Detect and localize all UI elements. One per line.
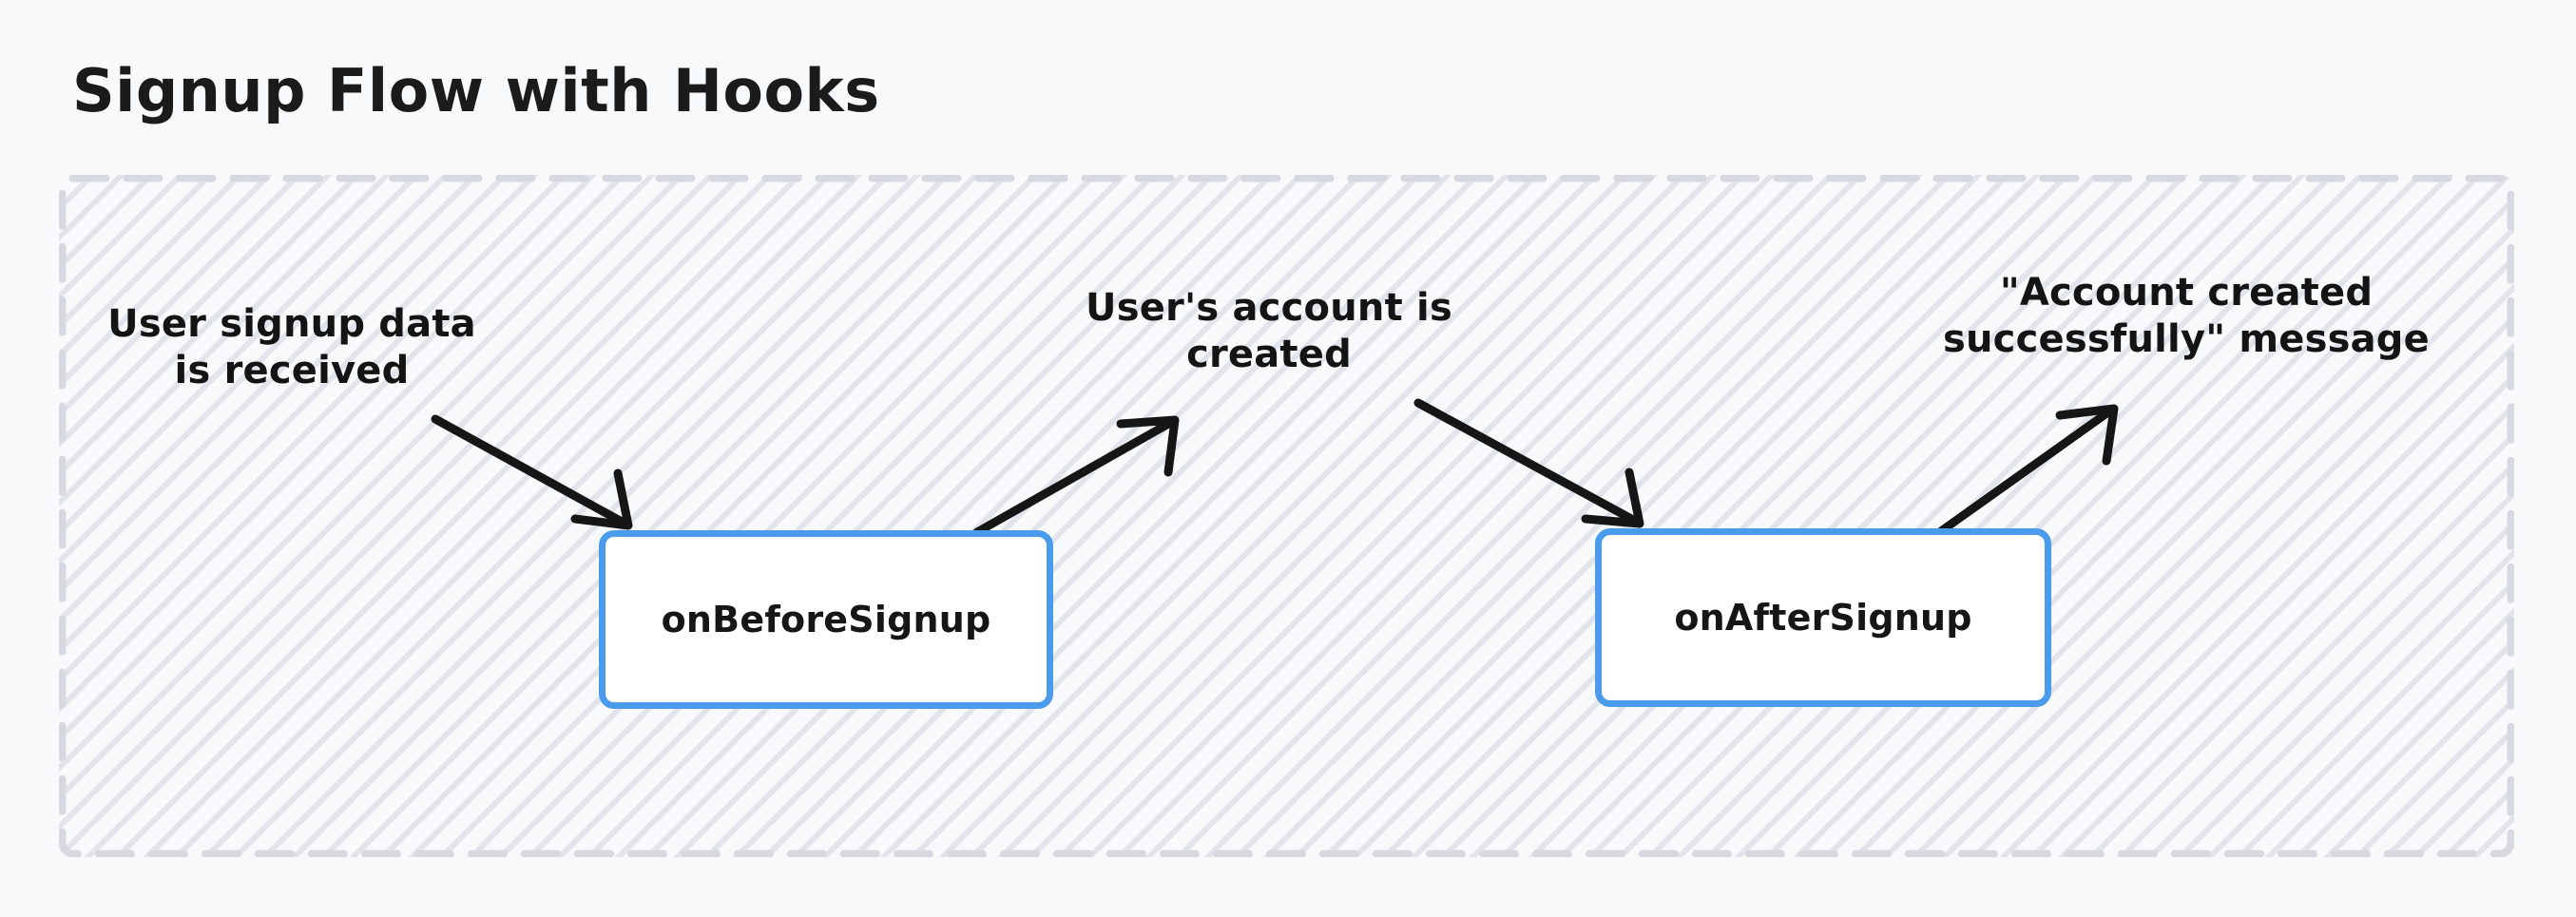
flow-label-account-created: User's account is created: [1086, 286, 1452, 376]
hook-node-label: onBeforeSignup: [661, 599, 991, 640]
flow-label-signup-data-received: User signup data is received: [107, 302, 476, 392]
hook-node-label: onAfterSignup: [1674, 597, 1972, 639]
page-title: Signup Flow with Hooks: [72, 56, 880, 125]
flow-label-success-message: "Account created successfully" message: [1943, 271, 2430, 361]
hook-node-onaftersignup[interactable]: onAfterSignup: [1595, 528, 2051, 707]
hook-node-onbeforesignup[interactable]: onBeforeSignup: [599, 530, 1053, 709]
